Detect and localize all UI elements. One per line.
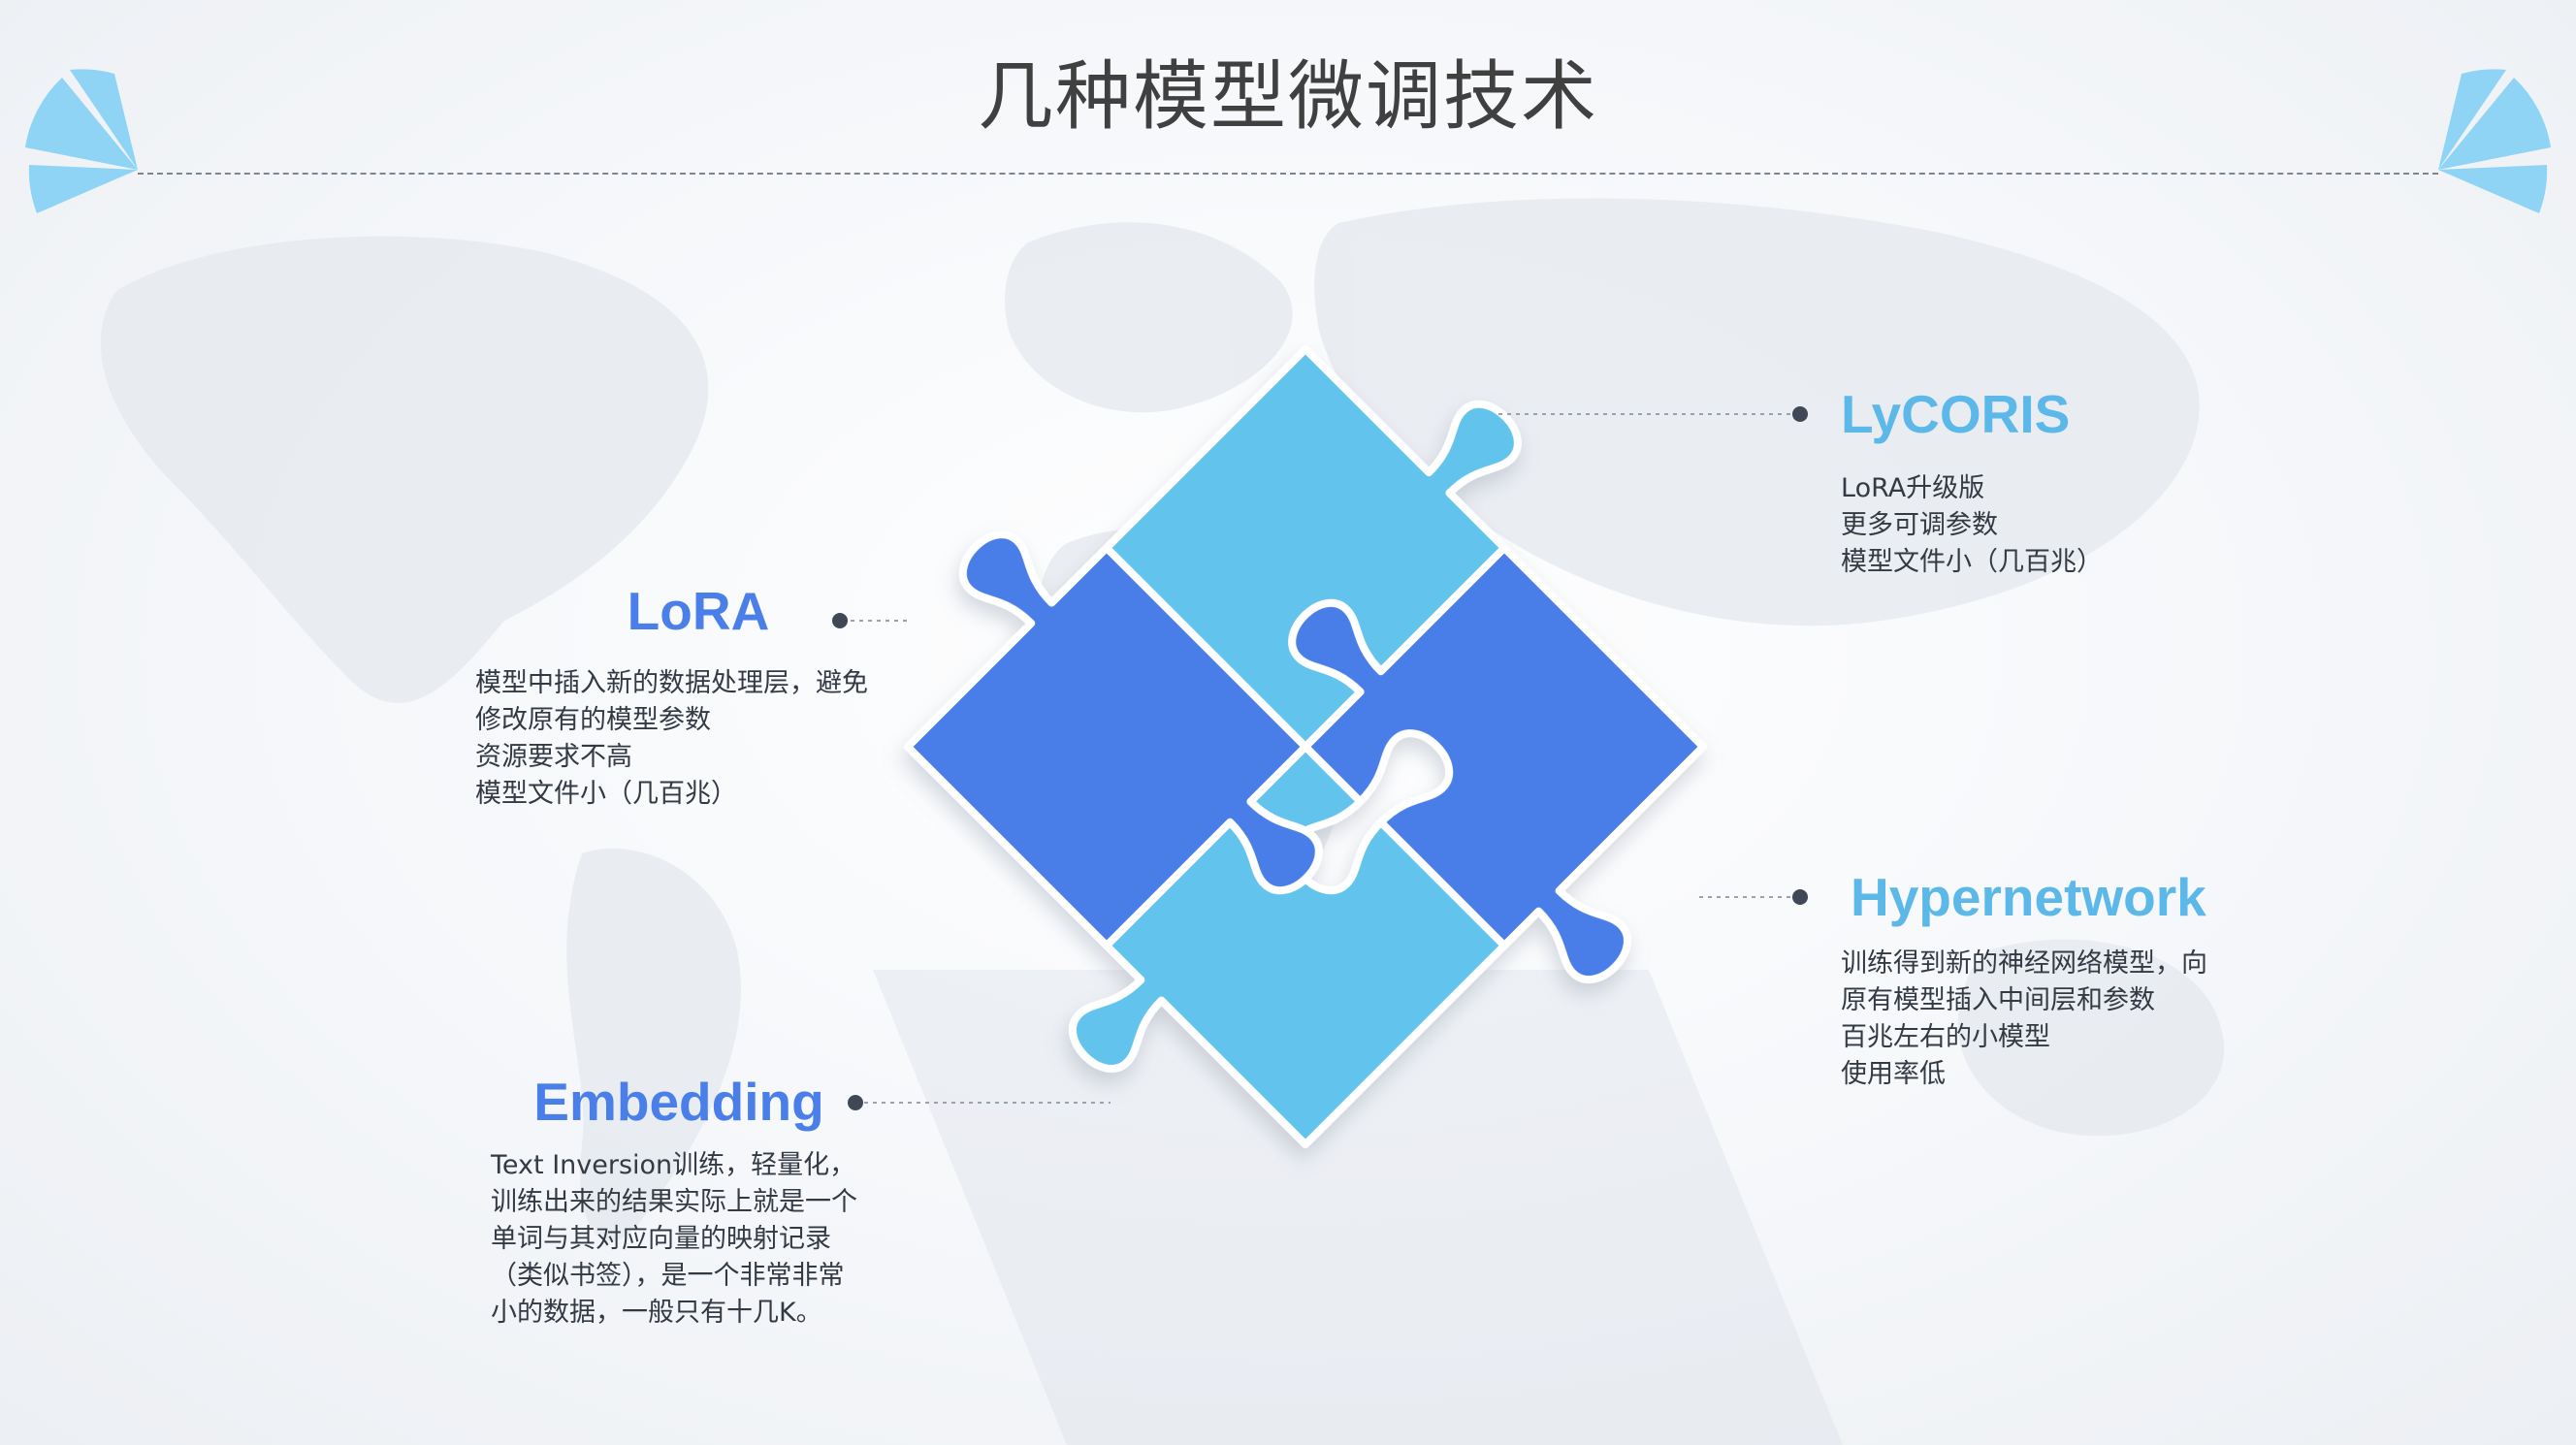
corner-pie-decoration-left (25, 69, 138, 213)
description-line: 原有模型插入中间层和参数 (1841, 985, 2155, 1015)
description-hypernetwork: 训练得到新的神经网络模型，向 原有模型插入中间层和参数 百兆左右的小模型 使用率… (1841, 946, 2207, 1093)
description-line: 模型文件小（几百兆） (1841, 547, 2103, 577)
heading-lycoris: LyCORIS (1841, 384, 2071, 444)
description-line: 百兆左右的小模型 (1841, 1022, 2050, 1052)
description-lycoris: LoRA升级版 更多可调参数 模型文件小（几百兆） (1841, 470, 2103, 581)
description-line: 训练出来的结果实际上就是一个 (491, 1187, 857, 1217)
description-embedding: Text Inversion训练，轻量化， 训练出来的结果实际上就是一个 单词与… (491, 1147, 857, 1332)
description-line: 模型中插入新的数据处理层，避免 (475, 668, 868, 698)
description-line: 单词与其对应向量的映射记录 (491, 1224, 831, 1254)
description-lora: 模型中插入新的数据处理层，避免 修改原有的模型参数 资源要求不高 模型文件小（几… (475, 665, 868, 813)
map-landmass-asia (1314, 198, 2200, 626)
description-line: 更多可调参数 (1841, 510, 1998, 540)
map-landmass-oceania (1957, 939, 2225, 1137)
description-line: 训练得到新的神经网络模型，向 (1841, 948, 2207, 979)
description-line: 使用率低 (1841, 1059, 1946, 1089)
corner-pie-decoration-right (2438, 69, 2551, 213)
description-line: 模型文件小（几百兆） (475, 779, 737, 809)
description-line: Text Inversion训练，轻量化， (491, 1150, 856, 1180)
map-landmass-europe (1005, 222, 1293, 413)
puzzle-piece-left-blue (903, 530, 1323, 950)
heading-embedding: Embedding (533, 1072, 824, 1132)
description-line: 修改原有的模型参数 (475, 705, 711, 735)
description-line: （类似书签），是一个非常非常 (491, 1261, 845, 1291)
map-landmass-north-america (100, 236, 709, 703)
description-line: 资源要求不高 (475, 742, 632, 772)
heading-hypernetwork: Hypernetwork (1851, 867, 2206, 927)
heading-lora: LoRA (627, 581, 770, 641)
description-line: LoRA升级版 (1841, 473, 1985, 503)
description-line: 小的数据，一般只有十几K。 (491, 1298, 822, 1328)
title-divider (138, 173, 2438, 175)
page-title: 几种模型微调技术 (977, 53, 1598, 141)
map-landmass-south-america (566, 848, 741, 1242)
map-shadow-band (873, 970, 1843, 1445)
puzzle-piece-right-blue (1288, 543, 1708, 983)
